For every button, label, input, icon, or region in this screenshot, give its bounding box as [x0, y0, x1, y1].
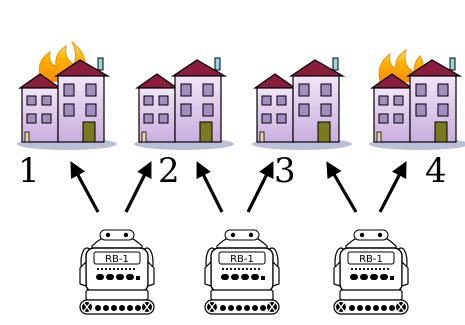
arrow-robot3-to-building4	[378, 161, 407, 213]
arrow-robot3-to-building3	[326, 161, 358, 213]
arrow-robot1-to-building2	[124, 161, 152, 213]
building-label-3: 3	[274, 151, 296, 191]
robot-label-2: RB-1	[230, 254, 254, 265]
robot-1: RB-1	[79, 229, 155, 315]
robot-3: RB-1	[333, 229, 409, 315]
building-label-2: 2	[158, 151, 180, 191]
arrows	[70, 161, 407, 213]
arrow-robot2-to-building2	[196, 161, 224, 213]
building-4	[368, 48, 465, 151]
building-2	[133, 57, 235, 151]
arrow-robot1-to-building1	[70, 161, 100, 213]
robot-label-1: RB-1	[105, 254, 129, 265]
building-label-4: 4	[425, 151, 447, 191]
robot-2: RB-1	[204, 229, 280, 315]
building-1	[16, 41, 118, 151]
arrow-robot2-to-building3	[246, 161, 274, 213]
robot-label-3: RB-1	[359, 254, 383, 265]
building-3	[251, 57, 353, 151]
building-label-1: 1	[18, 151, 40, 191]
